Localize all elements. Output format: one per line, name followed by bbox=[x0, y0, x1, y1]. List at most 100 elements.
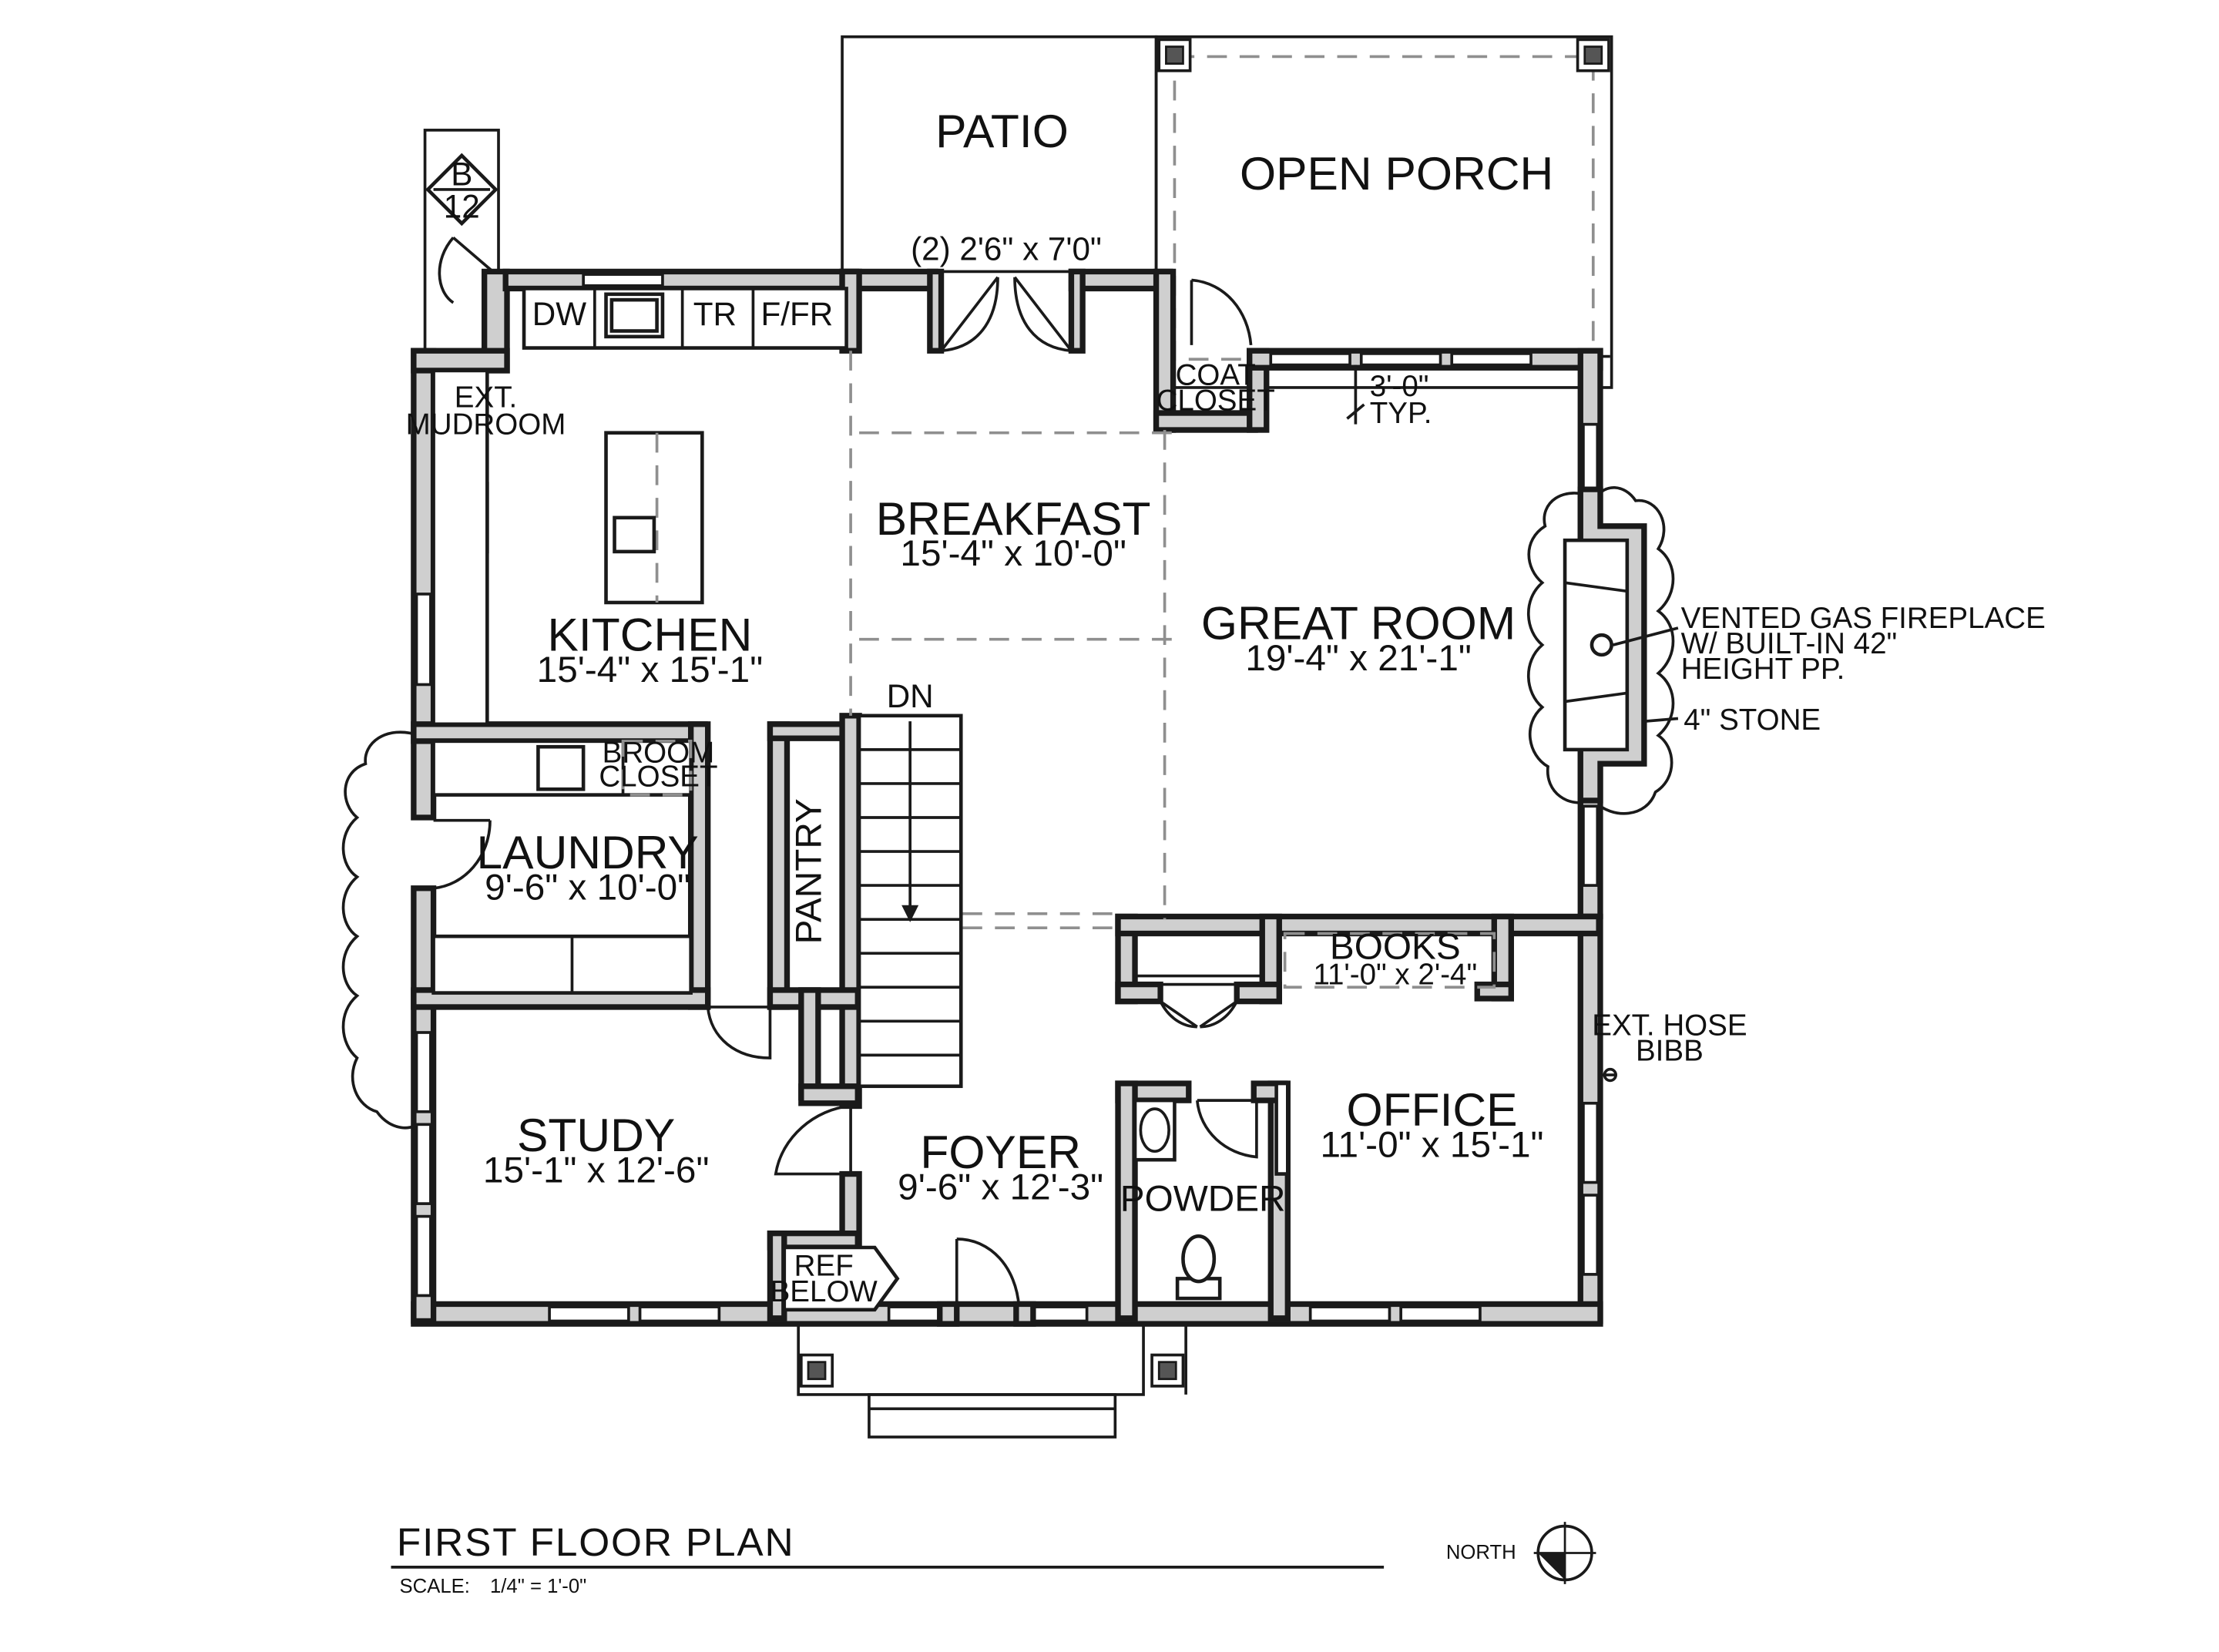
north-label: NORTH bbox=[1446, 1542, 1516, 1563]
coat-closet-label-1: COAT bbox=[1176, 358, 1256, 391]
mudroom-label-2: MUDROOM bbox=[406, 408, 566, 442]
fireplace-note-2: W/ BUILT-IN 42" bbox=[1681, 627, 1898, 660]
door-powder bbox=[1195, 1099, 1258, 1159]
fireplace-leader bbox=[1613, 626, 1679, 646]
door-study bbox=[774, 1104, 852, 1176]
books-shelf-dashed bbox=[1283, 932, 1496, 989]
office-label: OFFICE bbox=[1346, 1083, 1517, 1136]
wall-powder-west bbox=[1115, 1080, 1138, 1321]
books-label: BOOKS bbox=[1330, 927, 1461, 968]
wall-north-doorjamb-right bbox=[1068, 268, 1086, 354]
fireplace-gas-key bbox=[1590, 633, 1613, 657]
shrub-east bbox=[1526, 486, 1675, 815]
wall-west-kitchen-stub bbox=[411, 348, 510, 374]
broom-closet-label-1: BROOM bbox=[603, 736, 715, 769]
section-marker-letter: B bbox=[451, 156, 472, 192]
front-step bbox=[868, 1393, 1117, 1439]
open-porch-label: OPEN PORCH bbox=[1240, 147, 1553, 200]
scale-value: 1/4" = 1'-0" bbox=[490, 1576, 586, 1597]
laundry-sink-counter bbox=[431, 739, 693, 797]
laundry-size: 9'-6" x 10'-0" bbox=[485, 867, 690, 908]
office-size: 11'-0" x 15'-1" bbox=[1321, 1125, 1544, 1166]
stone-leader bbox=[1643, 717, 1679, 723]
trash-label: TR bbox=[693, 296, 737, 332]
patio-label: PATIO bbox=[935, 105, 1069, 157]
section-marker-number: 12 bbox=[444, 189, 480, 225]
stair-down-label: DN bbox=[887, 678, 934, 714]
window-dim-label: 3'-0" bbox=[1370, 370, 1429, 403]
foyer-label: FOYER bbox=[920, 1126, 1081, 1178]
wall-front-entry-left bbox=[937, 1301, 960, 1327]
wall-closet-bottom-right bbox=[1234, 981, 1282, 1005]
porch-beam-line bbox=[1173, 55, 1595, 361]
broom-closet-label-2: CLOSET bbox=[599, 761, 717, 794]
kitchen-label: KITCHEN bbox=[548, 608, 753, 660]
closet-shelf bbox=[1133, 932, 1264, 986]
pantry-label: PANTRY bbox=[789, 798, 830, 944]
door-laundry-west bbox=[433, 818, 492, 890]
fridge-label: F/FR bbox=[760, 296, 833, 332]
fireplace-hearth-line-1 bbox=[1564, 581, 1628, 593]
wall-north-doorjamb-left bbox=[927, 268, 945, 354]
pocket-door-office bbox=[1274, 1081, 1290, 1176]
fireplace-note-3: HEIGHT PP. bbox=[1681, 653, 1845, 686]
door-note: (2) 2'6" x 7'0" bbox=[911, 231, 1102, 267]
stoop-column-west bbox=[800, 1353, 834, 1388]
front-stoop bbox=[797, 1322, 1145, 1396]
kitchen-size: 15'-4" x 15'-1" bbox=[537, 650, 764, 690]
door-front bbox=[955, 1237, 1021, 1308]
north-arrow-icon bbox=[1533, 1522, 1596, 1584]
door-laundry-south bbox=[706, 1006, 772, 1059]
dishwasher-label: DW bbox=[532, 296, 586, 332]
wall-pantry-west bbox=[767, 721, 791, 1010]
ref-below-label-2: BELOW bbox=[770, 1275, 878, 1308]
stoop-column-east bbox=[1150, 1353, 1185, 1388]
laundry-label: LAUNDRY bbox=[476, 826, 698, 878]
study-size: 15'-1" x 12'-6" bbox=[483, 1150, 709, 1191]
wall-closet-bottom-left bbox=[1115, 981, 1163, 1005]
broom-closet bbox=[621, 740, 693, 797]
great-room-size: 19'-4" x 21'-1" bbox=[1245, 638, 1472, 679]
foyer-size: 9'-6" x 12'-3" bbox=[898, 1167, 1103, 1208]
porch-slab bbox=[1154, 35, 1613, 389]
great-room-label: GREAT ROOM bbox=[1201, 597, 1516, 650]
porch-column-nw bbox=[1157, 38, 1192, 72]
shrub-west bbox=[341, 730, 424, 1130]
stair bbox=[857, 714, 963, 1089]
kitchen-counter-north bbox=[522, 287, 848, 350]
kitchen-counter-west bbox=[431, 368, 489, 727]
door-closet-right bbox=[1199, 1000, 1238, 1029]
powder-label: POWDER bbox=[1120, 1178, 1286, 1219]
door-coat-closet bbox=[1190, 278, 1253, 346]
wall-north-kitchen bbox=[502, 268, 860, 292]
wall-closet-under-stair-bottom bbox=[798, 1083, 861, 1106]
powder-vanity bbox=[1133, 1098, 1177, 1162]
ref-box-arrow bbox=[782, 1245, 900, 1312]
laundry-appliances bbox=[431, 934, 693, 995]
powder-toilet bbox=[1175, 1234, 1222, 1301]
porch-column-ne bbox=[1576, 38, 1610, 72]
window-dim-tick bbox=[1346, 403, 1365, 420]
scale-label: SCALE: bbox=[400, 1576, 470, 1597]
stone-note: 4" STONE bbox=[1684, 703, 1821, 737]
coat-closet-label-2: CLOSET bbox=[1156, 384, 1275, 417]
kitchen-island bbox=[604, 431, 704, 605]
study-label: STUDY bbox=[517, 1109, 675, 1161]
hose-bibb-label-2: BIBB bbox=[1636, 1035, 1704, 1068]
books-size: 11'-0" x 2'-4" bbox=[1313, 959, 1477, 992]
hose-bibb-label-1: EXT. HOSE bbox=[1592, 1009, 1747, 1043]
breakfast-label: BREAKFAST bbox=[876, 492, 1151, 545]
mudroom-label-1: EXT. bbox=[455, 381, 517, 415]
door-patio-right bbox=[1013, 276, 1073, 353]
fireplace-hearth-line-2 bbox=[1564, 691, 1628, 703]
plan-title: FIRST FLOOR PLAN bbox=[397, 1519, 795, 1564]
mudroom-door-swing bbox=[438, 236, 494, 304]
breakfast-size: 15'-4" x 10'-0" bbox=[900, 533, 1126, 574]
wall-pantry-east bbox=[839, 713, 862, 1110]
wall-closet-under-stair bbox=[798, 987, 821, 1101]
ref-below-label-1: REF bbox=[794, 1250, 854, 1283]
fireplace-note-1: VENTED GAS FIREPLACE bbox=[1681, 602, 2046, 635]
window-typ-label: TYP. bbox=[1370, 397, 1432, 430]
hose-bibb-icon bbox=[1600, 1067, 1617, 1083]
